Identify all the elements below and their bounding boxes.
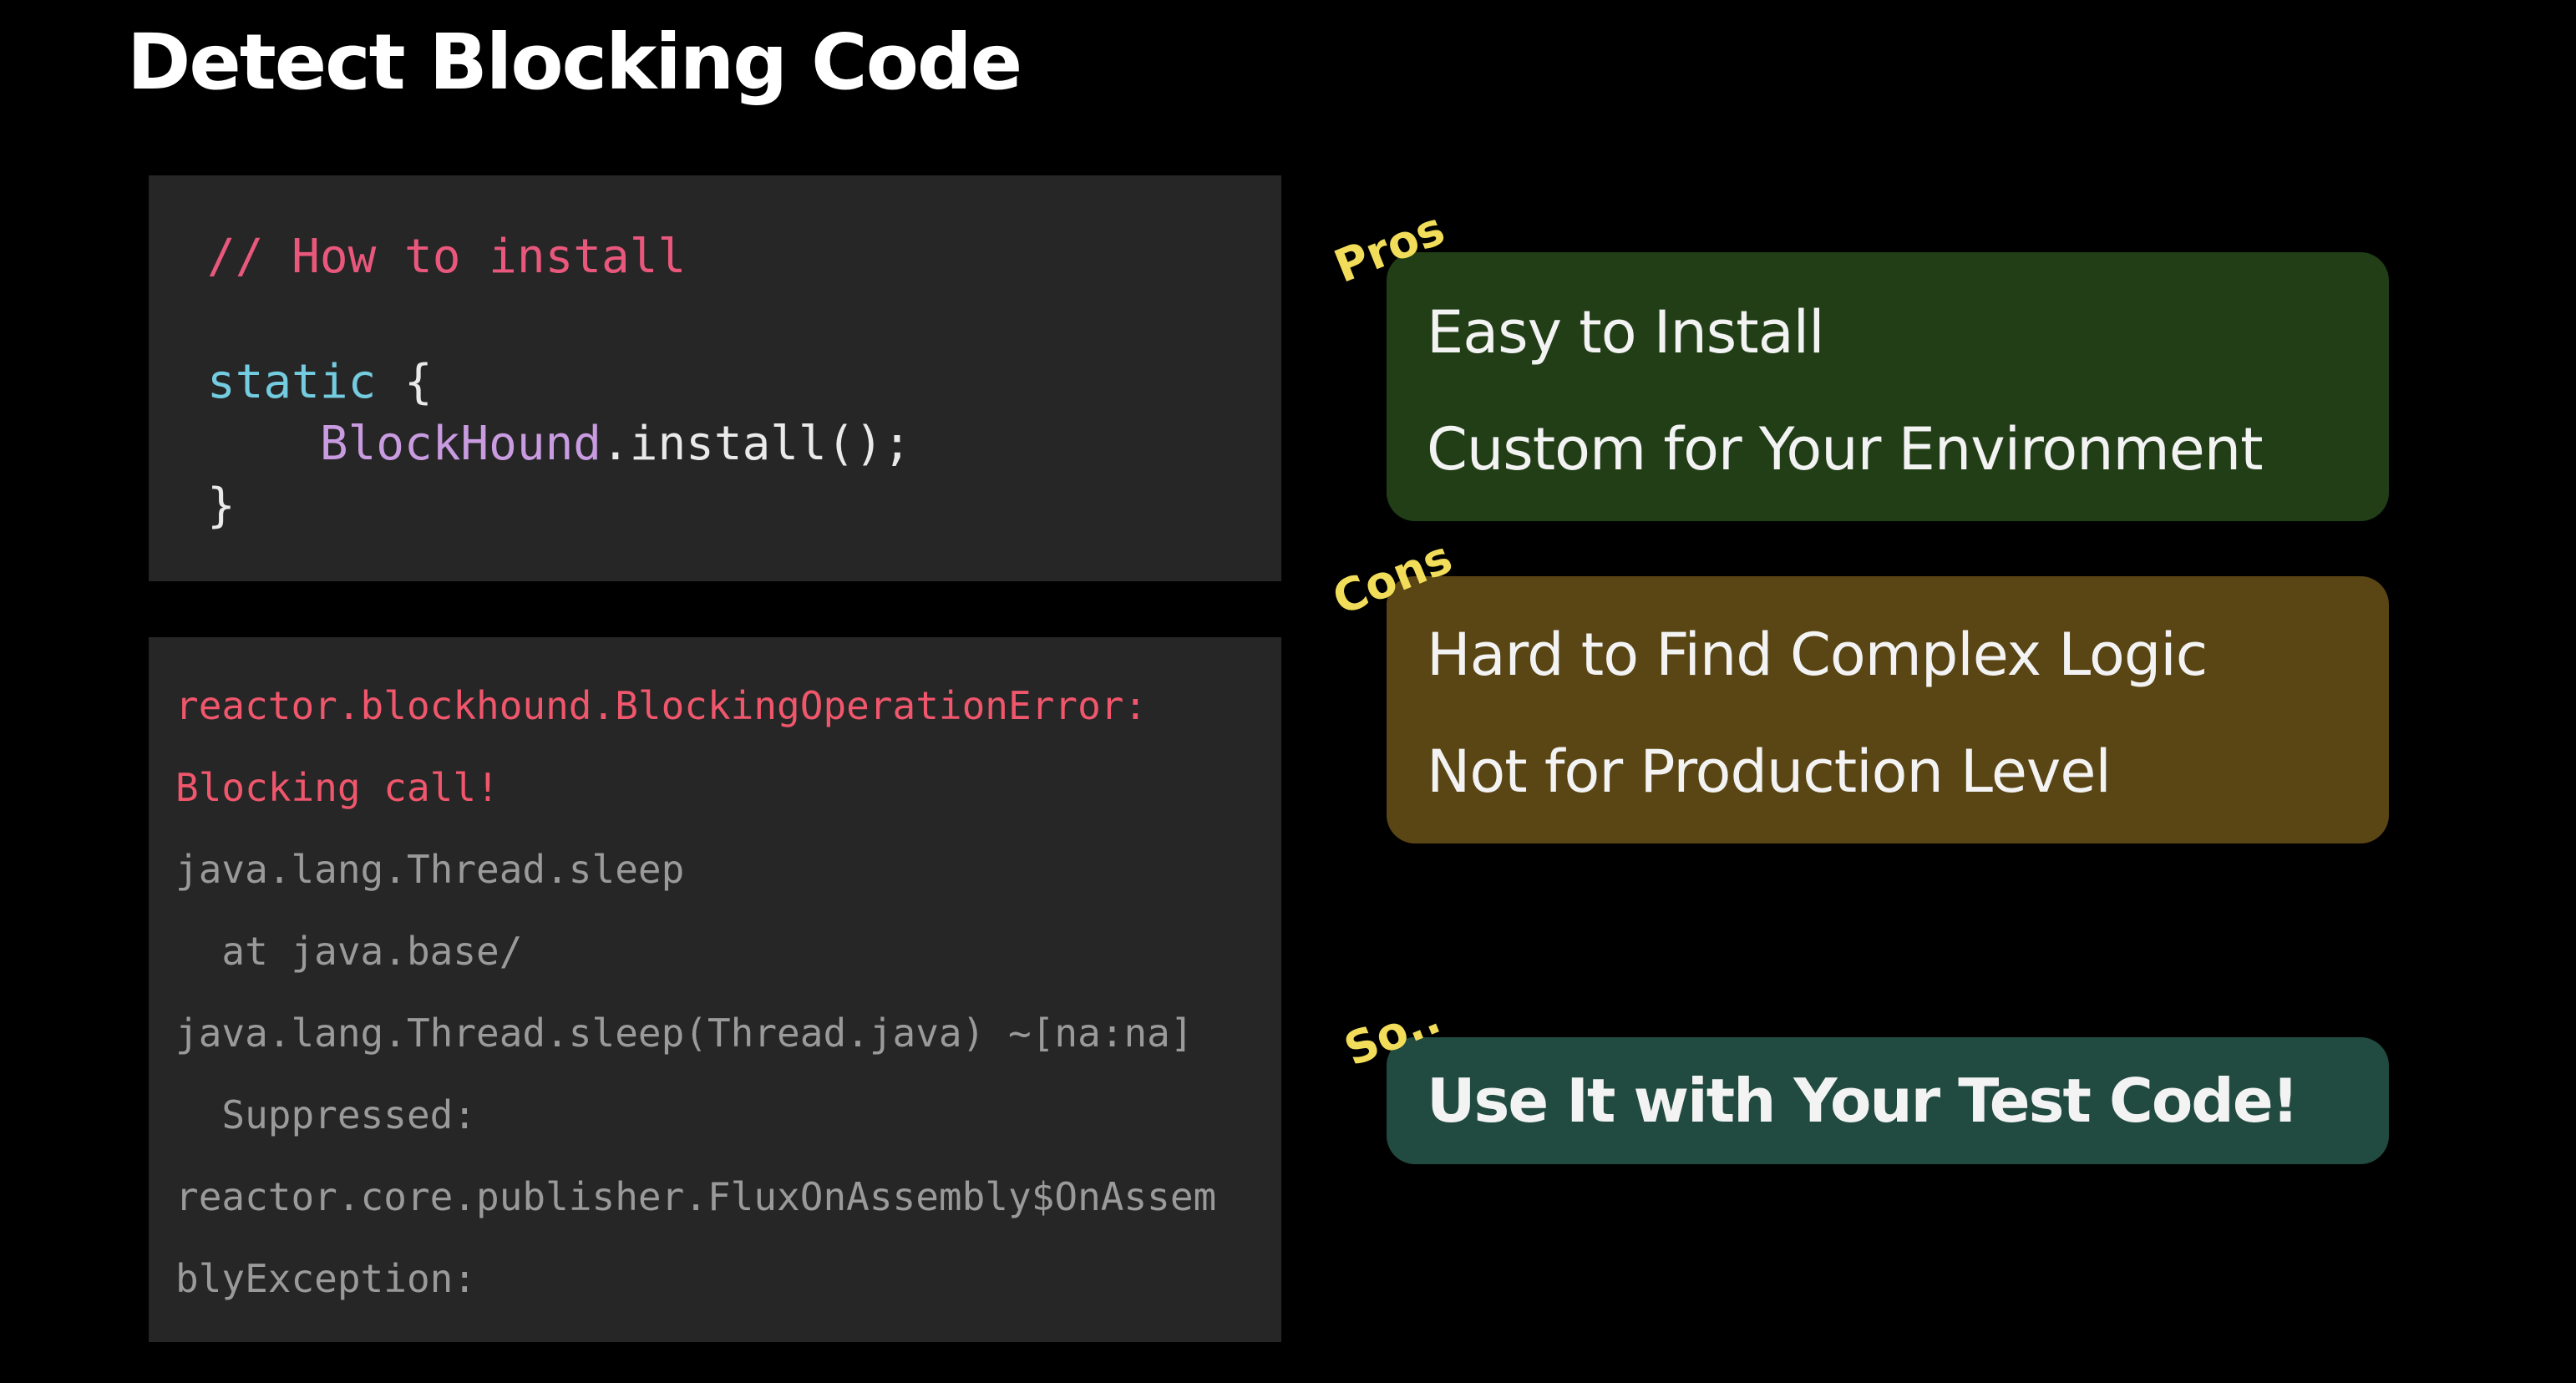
error-log-line: blyException: (175, 1256, 477, 1301)
cons-item: Hard to Find Complex Logic (1427, 621, 2208, 689)
so-item: Use It with Your Test Code! (1427, 1066, 2299, 1136)
error-log-line: reactor.blockhound.BlockingOperationErro… (175, 683, 1148, 728)
code-comment-line: // How to install (207, 227, 686, 287)
error-log-line: reactor.core.publisher.FluxOnAssembly$On… (175, 1174, 1217, 1219)
code-comment: // How to install (207, 230, 687, 284)
code-install-call: .install(); (601, 417, 911, 471)
code-keyword-static: static (207, 355, 377, 409)
so-card: Use It with Your Test Code! (1387, 1037, 2389, 1164)
pros-card: Easy to Install Custom for Your Environm… (1387, 252, 2389, 521)
cons-card: Hard to Find Complex Logic Not for Produ… (1387, 576, 2389, 843)
cons-item: Not for Production Level (1427, 737, 2112, 806)
error-log-line: Suppressed: (175, 1092, 477, 1137)
pros-item: Easy to Install (1427, 298, 1825, 367)
code-close-line: } (207, 476, 236, 536)
error-log-line: at java.base/ (175, 929, 523, 974)
slide-title: Detect Blocking Code (127, 18, 1022, 107)
error-log-panel: reactor.blockhound.BlockingOperationErro… (149, 637, 1281, 1342)
code-class-blockhound: BlockHound (319, 417, 602, 471)
code-static-line: static { (207, 352, 433, 413)
code-close-brace: } (207, 479, 236, 533)
error-log-line: java.lang.Thread.sleep(Thread.java) ~[na… (175, 1011, 1194, 1056)
install-code-panel: // How to install static { BlockHound.in… (149, 175, 1281, 581)
error-log-line: java.lang.Thread.sleep (175, 847, 685, 892)
error-log-line: Blocking call! (175, 765, 499, 810)
pros-item: Custom for Your Environment (1427, 415, 2264, 484)
code-call-line: BlockHound.install(); (207, 414, 911, 474)
code-open-brace: { (376, 355, 433, 409)
